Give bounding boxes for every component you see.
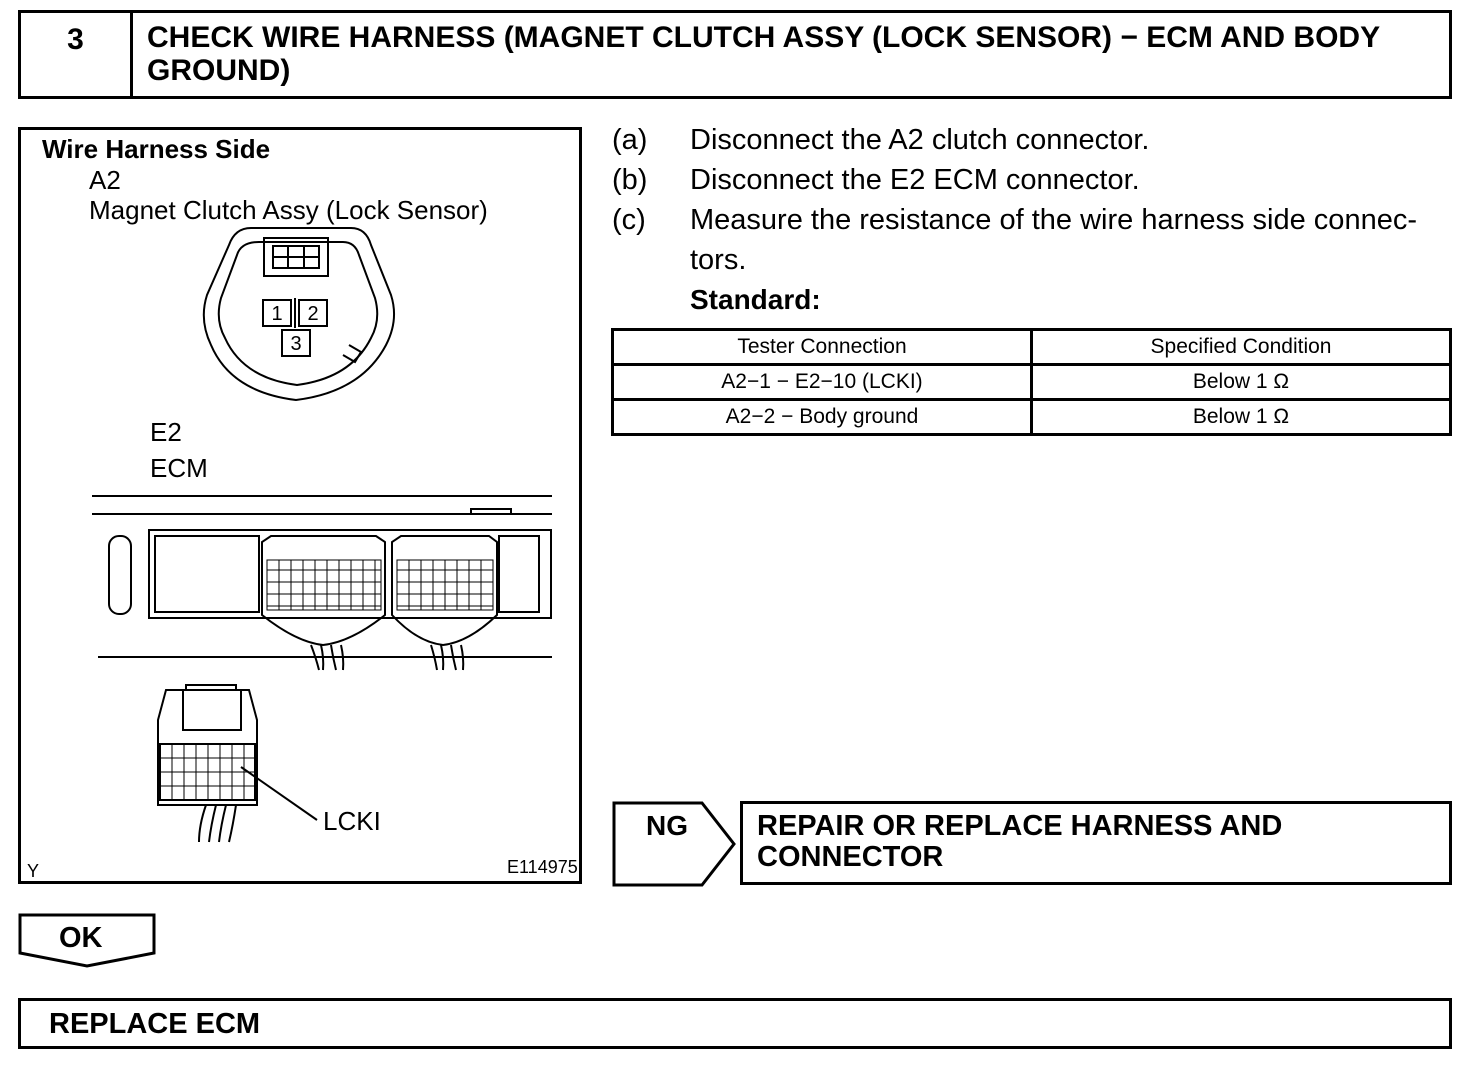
table-cell: A2−1 − E2−10 (LCKI) [611, 363, 1033, 401]
a2-pin-3-cell [281, 329, 311, 357]
ng-result-text: REPAIR OR REPLACE HARNESS AND CONNECTOR [757, 810, 1283, 873]
table-header-row: Tester Connection Specified Condition [611, 328, 1452, 366]
e2-connector-id: E2 [150, 417, 182, 447]
corner-mark: Y [27, 861, 40, 881]
a2-connector-drawing [202, 227, 396, 402]
step-letter: (b) [612, 164, 648, 196]
table-cell: Below 1 Ω [1030, 363, 1452, 401]
a2-pin-2-label: 2 [307, 303, 318, 325]
table-header: Specified Condition [1030, 328, 1452, 366]
step-number: 3 [21, 13, 133, 96]
lcki-terminal-label: LCKI [323, 806, 381, 836]
a2-pin-2-cell [298, 299, 328, 327]
step-letter: (c) [612, 204, 646, 236]
connector-diagram: 1 2 3 [92, 227, 552, 843]
ng-label: NG [646, 810, 688, 841]
table-cell: A2−2 − Body ground [611, 398, 1033, 436]
ecm-right-socket-grid [396, 559, 494, 611]
step-title: CHECK WIRE HARNESS (MAGNET CLUTCH ASSY (… [147, 21, 1380, 87]
step-text-continuation: tors. [690, 244, 747, 276]
standard-label: Standard: [690, 284, 821, 315]
figure-code: E114975 [507, 857, 578, 877]
ok-result-text: REPLACE ECM [49, 1008, 261, 1040]
step-text: Disconnect the E2 ECM connector. [690, 164, 1140, 196]
a2-connector-desc: Magnet Clutch Assy (Lock Sensor) [89, 195, 488, 225]
a2-pin-3-label: 3 [290, 333, 301, 355]
e2-connector-grid [160, 744, 255, 800]
spec-table: Tester Connection Specified Condition A2… [611, 328, 1452, 436]
e2-connector-drawing [157, 684, 318, 843]
e2-connector-desc: ECM [150, 453, 208, 483]
step-text: Measure the resistance of the wire harne… [690, 204, 1417, 236]
a2-pin-1-cell [262, 299, 292, 327]
step-text: Disconnect the A2 clutch connector. [690, 124, 1150, 156]
table-row: A2−1 − E2−10 (LCKI) Below 1 Ω [611, 363, 1452, 401]
ecm-left-socket-grid [266, 559, 382, 611]
ecm-drawing [92, 495, 552, 671]
ng-arrow-shape [612, 801, 736, 887]
a2-connector-id: A2 [89, 165, 121, 195]
lcki-leader-line [240, 766, 318, 821]
illustration-title: Wire Harness Side [42, 134, 271, 164]
ok-result-box: REPLACE ECM [18, 998, 1452, 1049]
step-letter: (a) [612, 124, 648, 156]
step-header: 3 CHECK WIRE HARNESS (MAGNET CLUTCH ASSY… [18, 10, 1452, 99]
table-cell: Below 1 Ω [1030, 398, 1452, 436]
a2-pin-1-label: 1 [271, 303, 282, 325]
table-header: Tester Connection [611, 328, 1033, 366]
ng-result-box: REPAIR OR REPLACE HARNESS AND CONNECTOR [740, 801, 1452, 885]
table-row: A2−2 − Body ground Below 1 Ω [611, 398, 1452, 436]
connector-illustration: 1 2 3 Wire Harness Side A2 Magnet Clutch… [18, 127, 582, 884]
ok-label: OK [59, 922, 103, 954]
ok-arrow-shape [18, 913, 156, 968]
